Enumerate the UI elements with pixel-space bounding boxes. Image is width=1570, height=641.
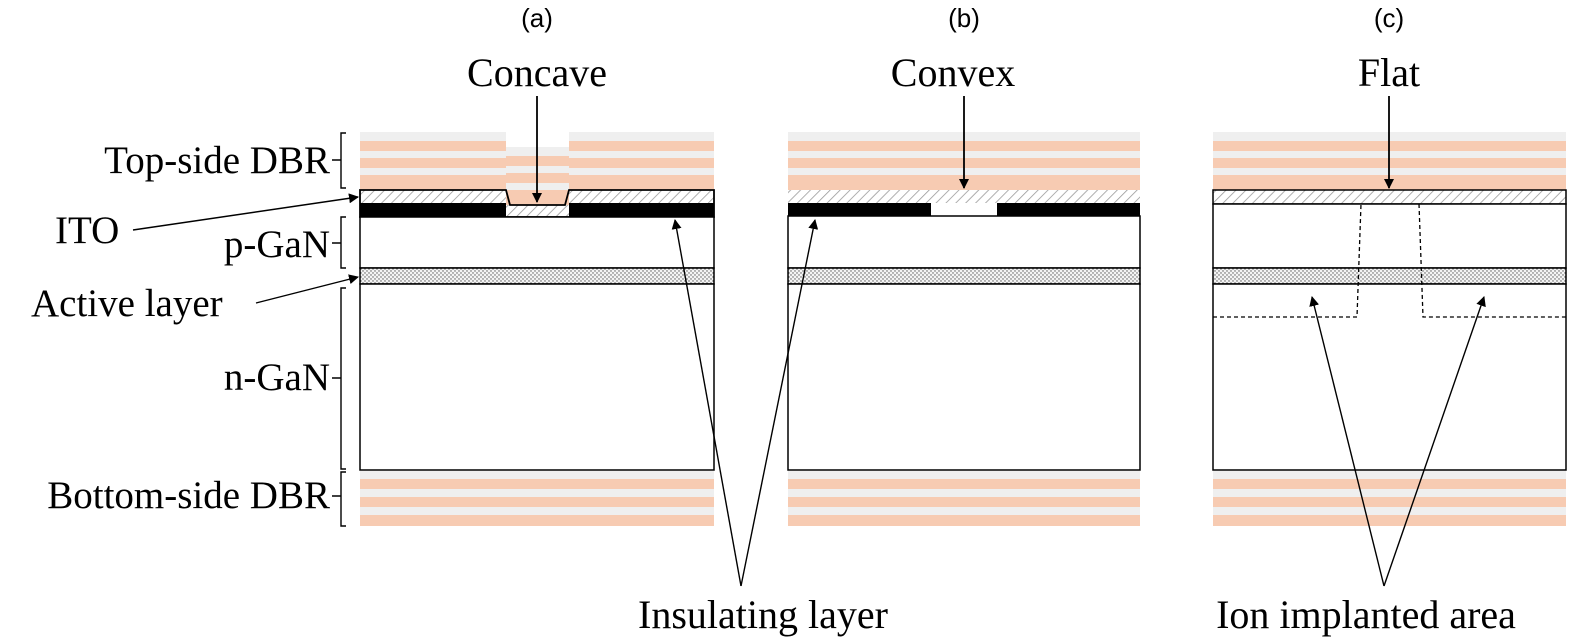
dbr-layer — [569, 168, 714, 175]
panel-b-insulator-left — [788, 203, 931, 216]
brace-n-gan — [332, 287, 346, 470]
panel-b-label: (b) — [948, 3, 980, 33]
panel-b-n-gan — [787, 283, 1141, 471]
panel-c-label: (c) — [1374, 3, 1404, 33]
ion-callout: Ion implanted area — [1216, 296, 1516, 637]
dbr-layer — [360, 158, 506, 168]
dbr-layer — [569, 132, 714, 141]
panel-a-top-dbr — [360, 132, 714, 205]
label-ion-implanted-area: Ion implanted area — [1216, 592, 1516, 637]
panel-a-type: Concave — [467, 50, 607, 95]
panel-a-ito — [359, 189, 715, 218]
brace-top-dbr — [332, 132, 346, 189]
panel-a-p-gan — [359, 216, 715, 269]
dbr-layer — [569, 158, 714, 168]
dbr-layer — [360, 175, 506, 190]
panel-c-bottom-dbr — [1213, 471, 1566, 526]
panel-b-bottom-dbr — [788, 471, 1140, 526]
brace-bottom-dbr — [332, 471, 346, 527]
dbr-layer — [569, 141, 714, 151]
label-bottom-dbr: Bottom-side DBR — [47, 474, 330, 517]
panel-a-label: (a) — [521, 3, 553, 33]
panel-a: (a) Concave — [359, 3, 715, 526]
label-insulating-layer: Insulating layer — [638, 592, 888, 637]
panel-b-p-gan — [787, 215, 1141, 269]
dbr-layer — [569, 175, 714, 190]
panel-b-type: Convex — [891, 50, 1015, 95]
brace-p-gan — [332, 216, 346, 269]
panel-b-ito — [788, 190, 1140, 203]
panel-a-bottom-dbr — [360, 471, 714, 526]
label-active-layer: Active layer — [31, 282, 223, 325]
panel-c-type: Flat — [1358, 50, 1420, 95]
label-p-gan: p-GaN — [224, 223, 330, 266]
dbr-layer — [360, 151, 506, 158]
layer-labels: Top-side DBR ITO p-GaN Active layer n-Ga… — [31, 132, 359, 527]
label-ito: ITO — [55, 209, 119, 252]
label-top-dbr: Top-side DBR — [104, 139, 330, 182]
dbr-layer — [569, 151, 714, 158]
panel-b: (b) Convex — [787, 3, 1141, 526]
panel-b-insulator-right — [997, 203, 1140, 216]
panel-c: (c) Flat — [1212, 3, 1567, 526]
dbr-layer — [360, 132, 506, 141]
panel-a-insulator-right — [569, 203, 714, 217]
panel-c-active-layer — [1212, 267, 1567, 285]
panel-a-n-gan — [359, 283, 715, 471]
panel-c-ion-implant-boundary — [1213, 203, 1566, 318]
label-n-gan: n-GaN — [224, 356, 330, 399]
panel-a-insulator-left — [360, 203, 506, 217]
insulating-callout: Insulating layer — [638, 219, 888, 637]
dbr-layer — [360, 168, 506, 175]
panel-a-active-layer — [359, 267, 715, 285]
active-pointer — [255, 274, 359, 304]
panel-c-p-gan — [1212, 203, 1567, 269]
panel-b-active-layer — [787, 267, 1141, 285]
panel-c-ito — [1212, 189, 1567, 205]
dbr-layer — [360, 141, 506, 151]
panel-c-n-gan — [1212, 283, 1567, 471]
ito-pointer — [132, 193, 359, 231]
